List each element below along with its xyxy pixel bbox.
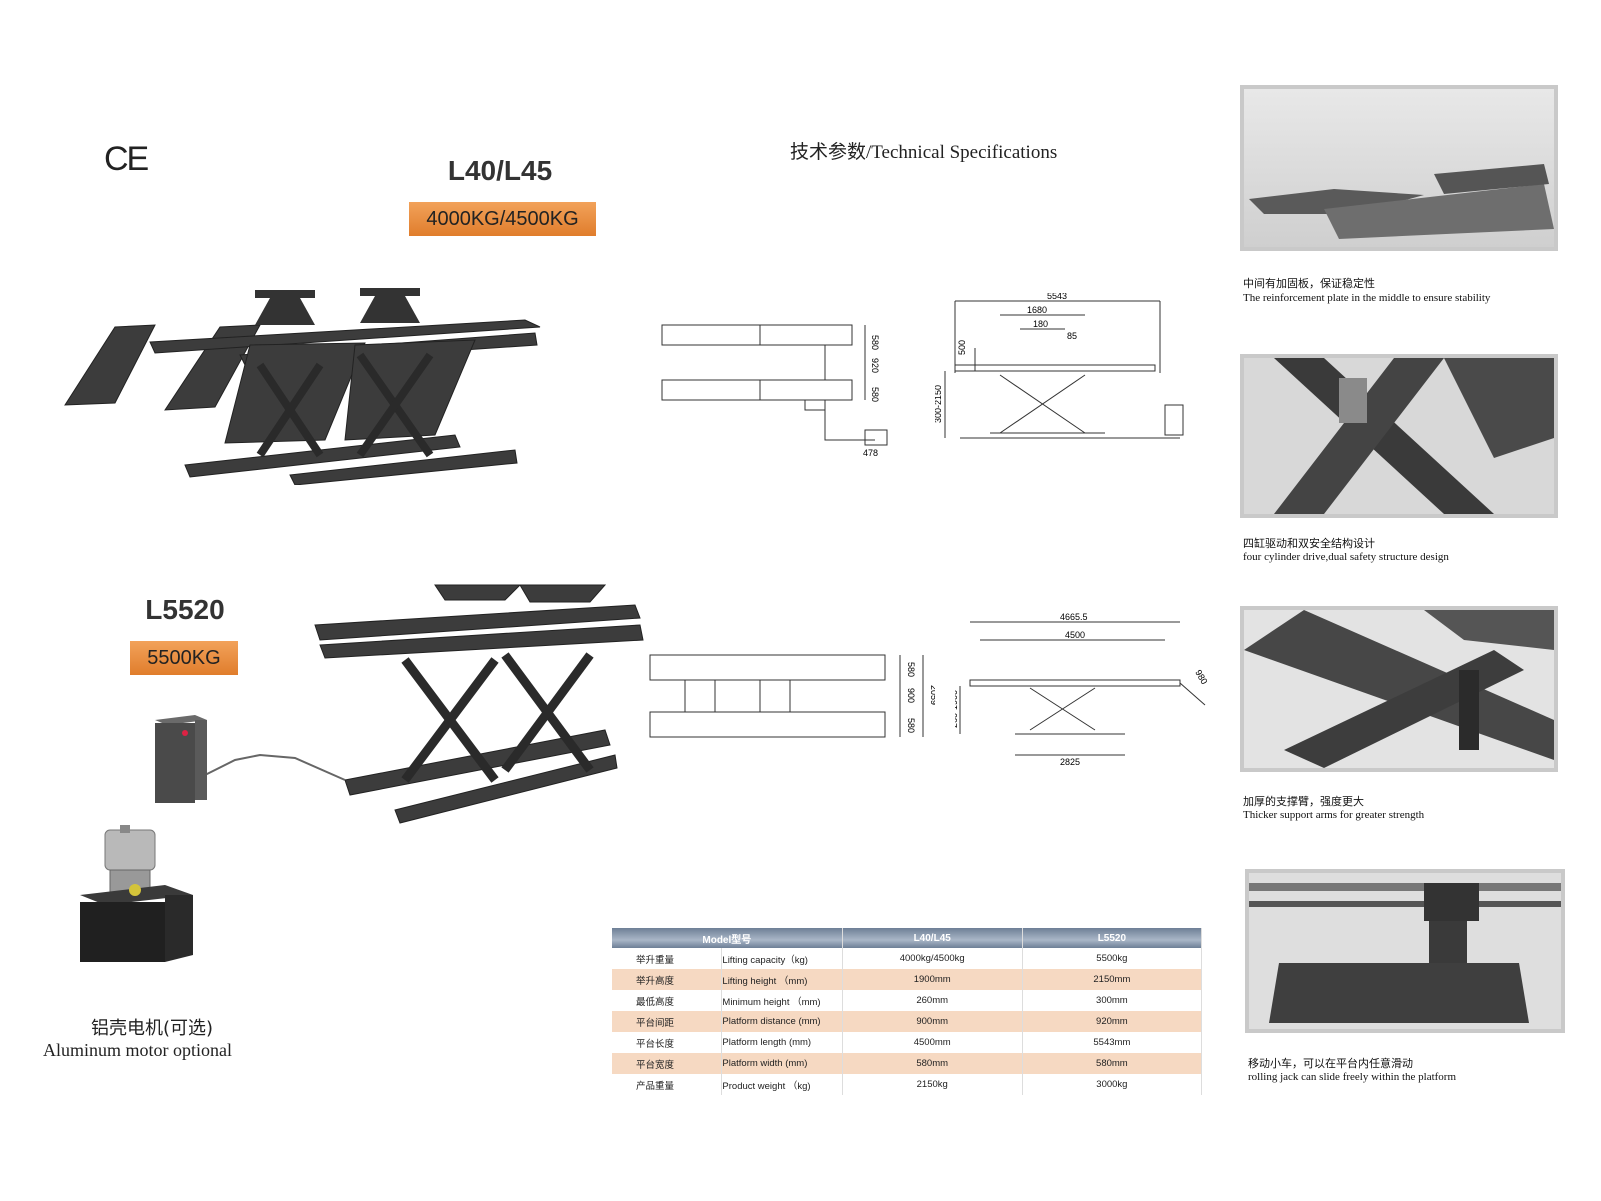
table-cell: Platform width (mm) bbox=[721, 1053, 843, 1074]
table-row: 平台间距 Platform distance (mm) 900mm 920mm bbox=[612, 1011, 1203, 1032]
table-cell: Minimum height （mm) bbox=[721, 990, 843, 1011]
model1-capacity-badge: 4000KG/4500KG bbox=[409, 202, 596, 236]
table-cell: Lifting height （mm) bbox=[721, 969, 843, 990]
motor-caption-en: Aluminum motor optional bbox=[43, 1040, 232, 1060]
table-row: 平台长度 Platform length (mm) 4500mm 5543mm bbox=[612, 1032, 1203, 1053]
table-row: 举升高度 Lifting height （mm) 1900mm 2150mm bbox=[612, 969, 1203, 990]
lift-l40-illustration bbox=[64, 288, 541, 485]
dim-text: 1680 bbox=[1027, 305, 1047, 315]
table-cell: Lifting capacity（kg) bbox=[721, 948, 843, 969]
table-header-l5520: L5520 bbox=[1022, 928, 1203, 948]
spec-table: Model型号 L40/L45 L5520 举升重量 Lifting capac… bbox=[612, 928, 1203, 1095]
dim-text: 4665.5 bbox=[1060, 612, 1088, 622]
dim-text: 500 bbox=[957, 340, 967, 355]
side-view-drawing-2: 4665.5 4500 980 260-1900 2825 bbox=[955, 612, 1209, 767]
table-cell: 900mm bbox=[842, 1011, 1023, 1032]
table-cell: 平台宽度 bbox=[612, 1053, 723, 1074]
dim-text: 980 bbox=[1193, 668, 1209, 686]
table-cell: 平台长度 bbox=[612, 1032, 723, 1053]
table-cell: 4500mm bbox=[842, 1032, 1023, 1053]
feature2-caption-en: four cylinder drive,dual safety structur… bbox=[1243, 551, 1449, 563]
table-row: 举升重量 Lifting capacity（kg) 4000kg/4500kg … bbox=[612, 948, 1203, 969]
table-cell: 举升高度 bbox=[612, 969, 723, 990]
table-cell: 最低高度 bbox=[612, 990, 723, 1011]
table-cell: 1900mm bbox=[842, 969, 1023, 990]
dim-text: 580 bbox=[906, 662, 916, 677]
feature3-caption-en: Thicker support arms for greater strengt… bbox=[1243, 809, 1425, 821]
feature3-caption-cn: 加厚的支撑臂，强度更大 bbox=[1243, 795, 1364, 808]
feature1-caption-cn: 中间有加固板，保证稳定性 bbox=[1243, 277, 1375, 290]
dim-text: 2825 bbox=[1060, 757, 1080, 767]
table-row: 最低高度 Minimum height （mm) 260mm 300mm bbox=[612, 990, 1203, 1011]
table-header-model: Model型号 bbox=[612, 928, 843, 948]
table-cell: 5500kg bbox=[1022, 948, 1203, 969]
table-row: 产品重量 Product weight （kg) 2150kg 3000kg bbox=[612, 1074, 1203, 1095]
ce-mark-logo: CE bbox=[104, 140, 149, 178]
table-cell: Platform distance (mm) bbox=[721, 1011, 843, 1032]
table-cell: 580mm bbox=[842, 1053, 1023, 1074]
table-cell: 920mm bbox=[1022, 1011, 1203, 1032]
table-cell: 2150mm bbox=[1022, 969, 1203, 990]
side-view-drawing-1: 5543 1680 180 85 500 300-2150 bbox=[935, 293, 1184, 439]
table-cell: 2150kg bbox=[842, 1074, 1023, 1095]
feature-photo-support-arms bbox=[1240, 606, 1558, 772]
dim-text: 920 bbox=[870, 358, 880, 373]
table-cell: 300mm bbox=[1022, 990, 1203, 1011]
dim-text: 260-1900 bbox=[955, 690, 959, 728]
spec-title: 技术参数/Technical Specifications bbox=[790, 142, 1058, 163]
lift-l5520-illustration bbox=[204, 584, 644, 824]
table-cell: 产品重量 bbox=[612, 1074, 723, 1095]
feature1-caption-en: The reinforcement plate in the middle to… bbox=[1243, 292, 1491, 304]
top-view-drawing-1: 580 920 580 478 bbox=[661, 324, 888, 458]
table-cell: 5543mm bbox=[1022, 1032, 1203, 1053]
dim-text: 900 bbox=[906, 688, 916, 703]
feature4-caption-cn: 移动小车，可以在平台内任意滑动 bbox=[1248, 1057, 1413, 1070]
dim-text: 478 bbox=[863, 448, 878, 458]
feature4-caption-en: rolling jack can slide freely within the… bbox=[1248, 1071, 1457, 1083]
dim-text: 180 bbox=[1033, 319, 1048, 329]
table-cell: 260mm bbox=[842, 990, 1023, 1011]
model2-capacity-badge: 5500KG bbox=[130, 641, 238, 675]
model2-title: L5520 bbox=[145, 594, 225, 625]
table-header-l40: L40/L45 bbox=[842, 928, 1023, 948]
dim-text: 580 bbox=[870, 387, 880, 402]
dim-text: 5543 bbox=[1047, 293, 1067, 301]
model1-title: L40/L45 bbox=[447, 155, 553, 186]
dim-text: 580 bbox=[870, 335, 880, 350]
feature-photo-reinforcement-plate bbox=[1240, 85, 1558, 251]
dim-text: 580 bbox=[906, 718, 916, 733]
spec-table-wrap: Model型号 L40/L45 L5520 举升重量 Lifting capac… bbox=[612, 928, 1203, 1095]
table-cell: 平台间距 bbox=[612, 1011, 723, 1032]
table-cell: 3000kg bbox=[1022, 1074, 1203, 1095]
dim-text: 4500 bbox=[1065, 630, 1085, 640]
table-cell: Platform length (mm) bbox=[721, 1032, 843, 1053]
dim-text: 85 bbox=[1067, 331, 1077, 341]
table-row: 平台宽度 Platform width (mm) 580mm 580mm bbox=[612, 1053, 1203, 1074]
feature2-caption-cn: 四缸驱动和双安全结构设计 bbox=[1243, 537, 1375, 550]
dim-text: 2059 bbox=[929, 685, 935, 705]
table-cell: 580mm bbox=[1022, 1053, 1203, 1074]
table-cell: Product weight （kg) bbox=[721, 1074, 843, 1095]
control-box-illustration bbox=[155, 715, 207, 803]
dim-text: 300-2150 bbox=[935, 385, 943, 423]
table-cell: 举升重量 bbox=[612, 948, 723, 969]
feature-photo-four-cylinder bbox=[1240, 354, 1558, 518]
top-view-drawing-2: 580 900 580 2059 bbox=[649, 654, 935, 738]
table-cell: 4000kg/4500kg bbox=[842, 948, 1023, 969]
motor-caption-cn: 铝壳电机(可选) bbox=[90, 1018, 214, 1039]
aluminum-motor-illustration bbox=[80, 825, 193, 962]
feature-photo-rolling-jack bbox=[1245, 869, 1565, 1033]
